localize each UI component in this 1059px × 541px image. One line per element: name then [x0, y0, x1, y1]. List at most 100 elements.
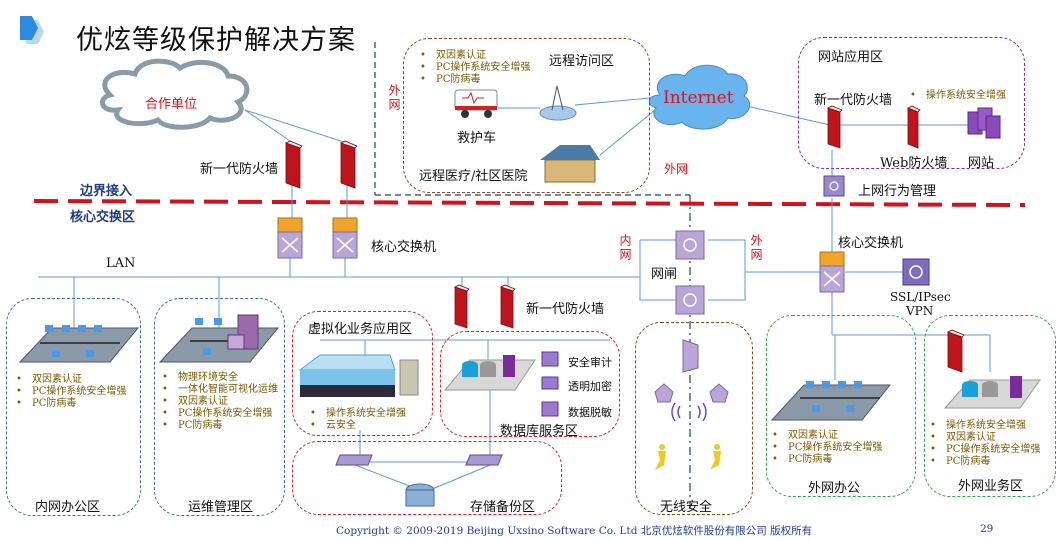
bullet-item: 双因素认证 [772, 430, 882, 442]
remote-zone-title: 远程访问区 [549, 54, 615, 69]
ambulance-icon [454, 89, 498, 118]
wireless-controller-icon [682, 339, 699, 373]
vpn-gateway-icon [902, 258, 930, 286]
mobile-user-icon [710, 444, 721, 470]
bullet-item: 双因素认证 [162, 396, 278, 408]
hospital-building-icon [540, 145, 600, 183]
ngfw-left-label: 新一代防火墙 [200, 162, 279, 177]
bullet-item: 物理环境安全 [162, 372, 278, 384]
bullet-item: PC操作系统安全增强 [16, 386, 126, 398]
lan-label: LAN [106, 256, 136, 271]
bullet-item: 双因素认证 [930, 432, 1040, 444]
website-zone-title: 网站应用区 [818, 50, 884, 65]
core-switch-icon [332, 217, 358, 259]
website-label: 网站 [968, 156, 995, 171]
remote-zone-bullets: 双因素认证 PC操作系统安全增强 PC防病毒 [420, 50, 530, 86]
database-server-icon [443, 355, 536, 391]
core-switch-left-label: 核心交换机 [371, 240, 437, 255]
website-ngfw-label: 新一代防火墙 [814, 93, 893, 108]
firewall-icon [499, 284, 516, 329]
firewall-icon [946, 329, 965, 373]
ops-management-lan-icon [158, 314, 280, 363]
intranet-office-zone [6, 298, 141, 516]
bullet-item: 双因素认证 [420, 50, 530, 62]
internet-cloud-icon [648, 64, 751, 130]
behavior-management-icon [823, 175, 845, 197]
extranet-business-zone [924, 315, 1056, 497]
remote-access-zone [403, 38, 650, 193]
db-feature-encryption: 透明加密 [568, 380, 612, 393]
database-title: 数据库服务区 [500, 424, 579, 439]
transparent-encryption-icon [541, 376, 559, 390]
security-audit-icon [541, 351, 559, 367]
virtualization-server-icon [298, 354, 419, 397]
virtualization-title: 虚拟化业务应用区 [308, 322, 413, 337]
web-firewall-icon [907, 105, 921, 149]
extranet-business-title: 外网业务区 [958, 479, 1024, 494]
virtualization-bullets: 操作系统安全增强 云安全 [310, 408, 406, 432]
access-point-icon [654, 383, 674, 403]
gatekeeper-label: 网闸 [651, 267, 678, 282]
gatekeeper-icon [675, 285, 705, 315]
firewall-icon [826, 105, 843, 149]
ambulance-label: 救护车 [457, 131, 497, 146]
storage-disk-icon [405, 483, 435, 507]
bullet-item: 一体化智能可视化运维 [162, 384, 278, 396]
boundary-lower-label: 核心交换区 [70, 210, 136, 225]
storage-title: 存储备份区 [470, 500, 536, 515]
extranet-database-server-icon [943, 376, 1041, 409]
boundary-line [33, 199, 1026, 207]
title-accent-icon [20, 16, 46, 48]
mobile-user-icon [655, 444, 666, 470]
bullet-item: PC防病毒 [16, 398, 126, 410]
partner-cloud-label: 合作单位 [145, 97, 198, 112]
extranet-office-title: 外网办公 [808, 481, 861, 496]
hospital-label: 远程医疗/社区医院 [419, 169, 528, 184]
bullet-item: PC防病毒 [162, 420, 278, 432]
web-server-icon [967, 107, 1001, 139]
wifi-signal-icon [671, 402, 707, 422]
virtualization-zone [292, 311, 433, 436]
website-zone [798, 37, 1025, 169]
bullet-item: PC防病毒 [772, 454, 882, 466]
storage-switch-icon [465, 454, 503, 466]
extranet-business-bullets: 操作系统安全增强 双因素认证 PC操作系统安全增强 PC防病毒 [930, 420, 1040, 468]
behavior-mgmt-label: 上网行为管理 [858, 184, 937, 199]
page-title: 优炫等级保护解决方案 [76, 25, 356, 56]
wireless-title: 无线安全 [660, 500, 713, 515]
vpn-label-line2: VPN [906, 304, 934, 318]
ops-zone [154, 298, 285, 516]
wireless-zone [635, 322, 753, 515]
extranet-office-zone [766, 315, 916, 497]
core-switch-icon [819, 251, 845, 293]
boundary-upper-label: 边界接入 [80, 184, 133, 199]
intranet-office-bullets: 双因素认证 PC操作系统安全增强 PC防病毒 [16, 374, 126, 410]
partner-cloud-icon [100, 58, 250, 130]
bullet-item: 操作系统安全增强 [910, 90, 1006, 102]
bullet-item: PC防病毒 [420, 74, 530, 86]
data-masking-icon [541, 401, 559, 417]
bullet-item: PC防病毒 [930, 456, 1040, 468]
intranet-office-title: 内网办公区 [35, 500, 101, 515]
bullet-item: 云安全 [310, 420, 406, 432]
firewall-icon [453, 284, 470, 329]
inner-net-label: 内网 [618, 234, 632, 262]
outer-net-mid-label: 外网 [664, 162, 689, 176]
website-zone-bullets: 操作系统安全增强 [910, 90, 1006, 102]
bullet-item: PC操作系统安全增强 [772, 442, 882, 454]
vpn-label-line1: SSL/IPsec [890, 290, 951, 304]
storage-zone [292, 441, 562, 515]
internet-label: Internet [663, 88, 734, 108]
ops-title: 运维管理区 [188, 500, 254, 515]
ngfw-mid-label: 新一代防火墙 [526, 302, 605, 317]
core-switch-right-label: 核心交换机 [838, 236, 904, 251]
core-switch-icon [277, 217, 303, 259]
db-feature-audit: 安全审计 [568, 356, 612, 369]
gatekeeper-icon [675, 230, 705, 260]
db-feature-masking: 数据脱敏 [568, 406, 612, 419]
firewall-icon [284, 140, 303, 189]
page-number: 29 [980, 523, 994, 535]
outer-net-label: 外网 [749, 234, 763, 262]
database-zone [440, 331, 620, 437]
